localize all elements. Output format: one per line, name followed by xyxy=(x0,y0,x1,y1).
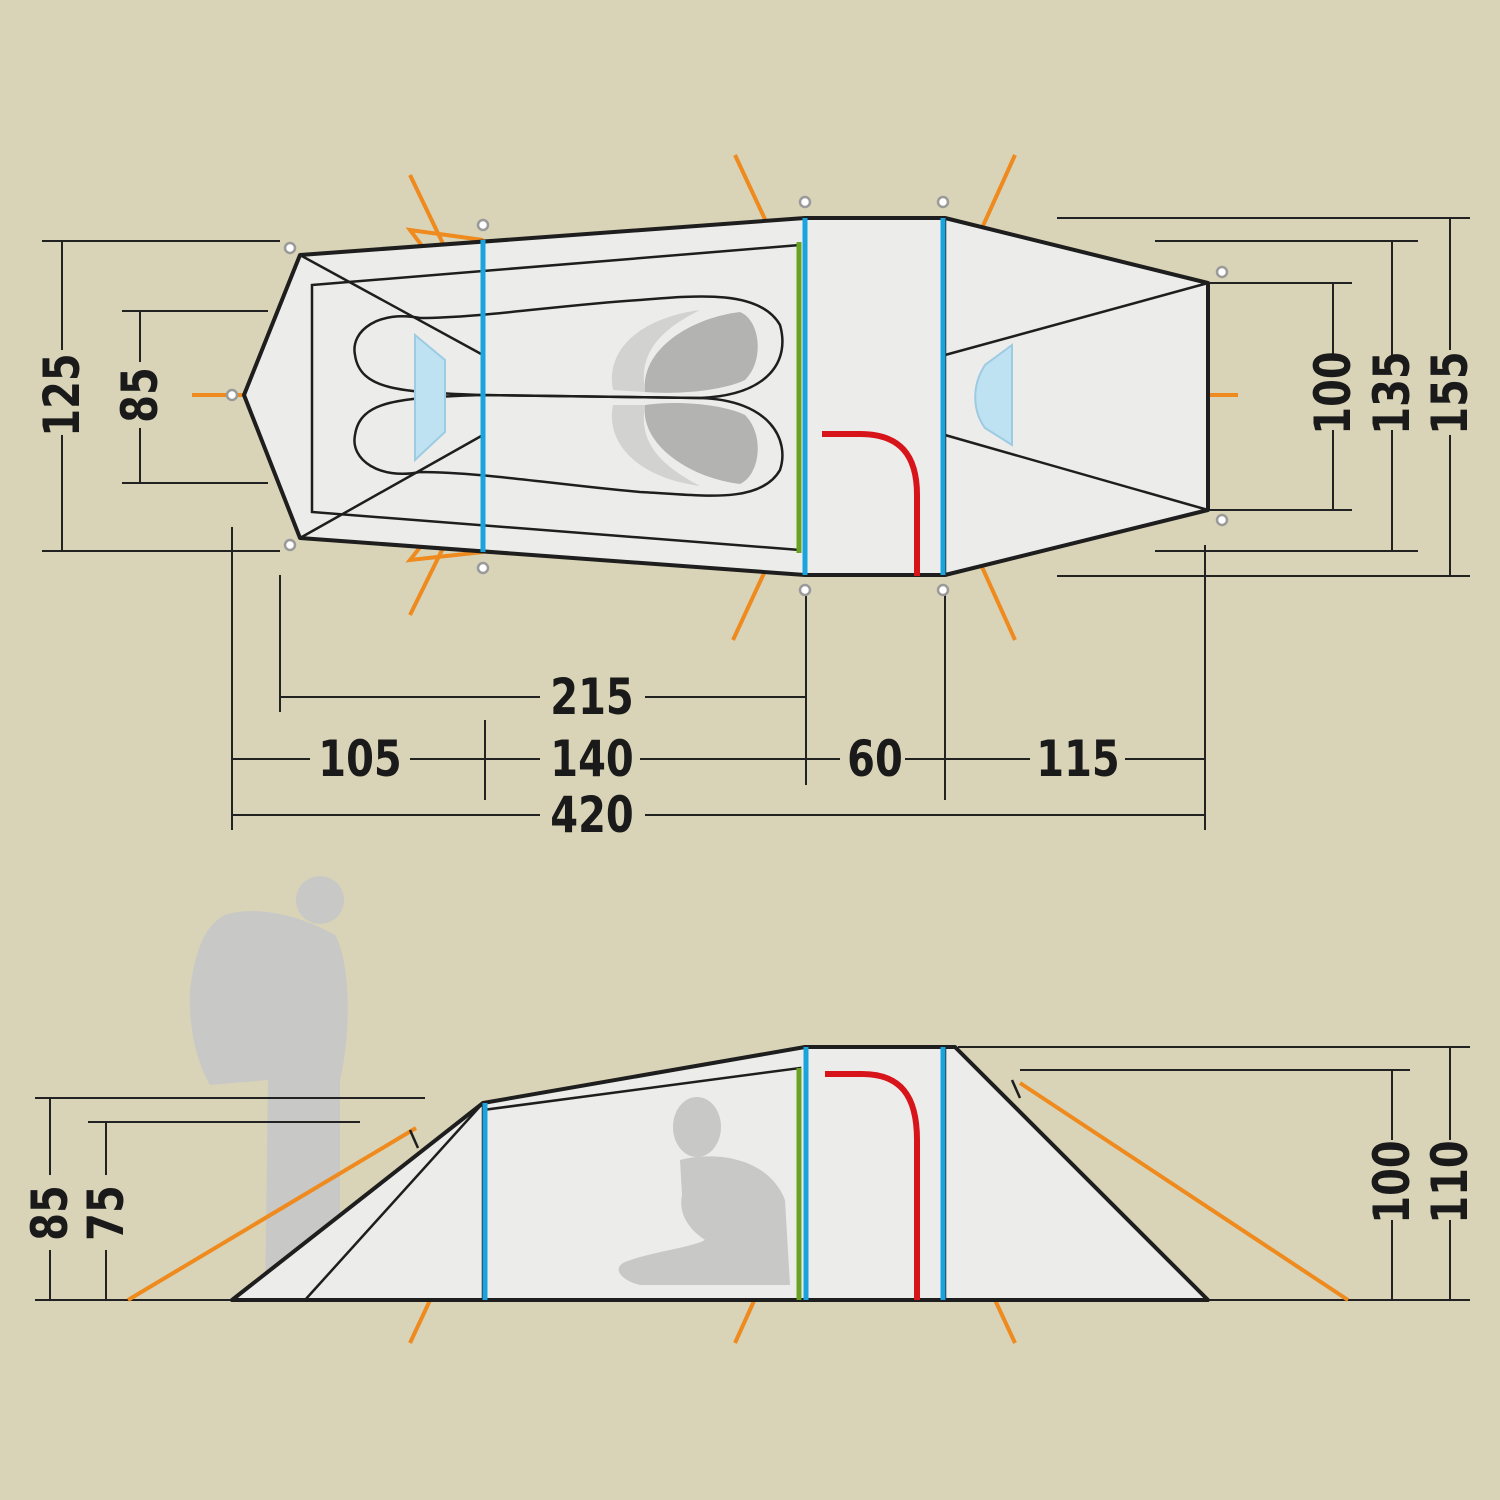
side-dim-110: 110 xyxy=(1421,1140,1480,1223)
top-dim-140: 140 xyxy=(550,730,633,789)
top-dim-85: 85 xyxy=(111,367,170,423)
door-zip-top xyxy=(822,431,920,576)
top-dim-155: 155 xyxy=(1421,351,1480,434)
window-left xyxy=(414,332,446,463)
side-view: 85 75 100 110 xyxy=(21,876,1480,1344)
sitting-person-silhouette xyxy=(618,1097,790,1285)
top-dim-60: 60 xyxy=(847,730,903,789)
top-view: 125 85 100 135 155 215 105 140 60 115 42… xyxy=(33,154,1480,845)
side-tent-body xyxy=(230,1045,1210,1302)
side-dim-100: 100 xyxy=(1363,1140,1422,1223)
side-left-dimension-lines xyxy=(35,1097,425,1300)
top-left-dimension-lines xyxy=(42,240,280,552)
sleeping-bags xyxy=(353,295,784,497)
side-dim-75: 75 xyxy=(77,1185,136,1241)
top-dim-135: 135 xyxy=(1363,351,1422,434)
door-zip-side xyxy=(825,1071,920,1300)
window-right xyxy=(974,343,1013,447)
standing-person-silhouette xyxy=(189,876,348,1300)
side-right-dimension-lines xyxy=(958,1046,1470,1300)
pegs-top xyxy=(225,195,1229,597)
top-dim-115: 115 xyxy=(1036,730,1119,789)
top-dim-100: 100 xyxy=(1304,351,1363,434)
top-length-dimension-lines xyxy=(231,527,1206,830)
top-tent-body xyxy=(225,195,1229,597)
side-dim-85: 85 xyxy=(21,1185,80,1241)
top-dim-105: 105 xyxy=(318,730,401,789)
top-dim-420: 420 xyxy=(550,786,633,845)
top-dim-215: 215 xyxy=(550,668,633,727)
top-dim-125: 125 xyxy=(33,353,92,436)
top-right-dimension-lines xyxy=(1057,217,1470,577)
